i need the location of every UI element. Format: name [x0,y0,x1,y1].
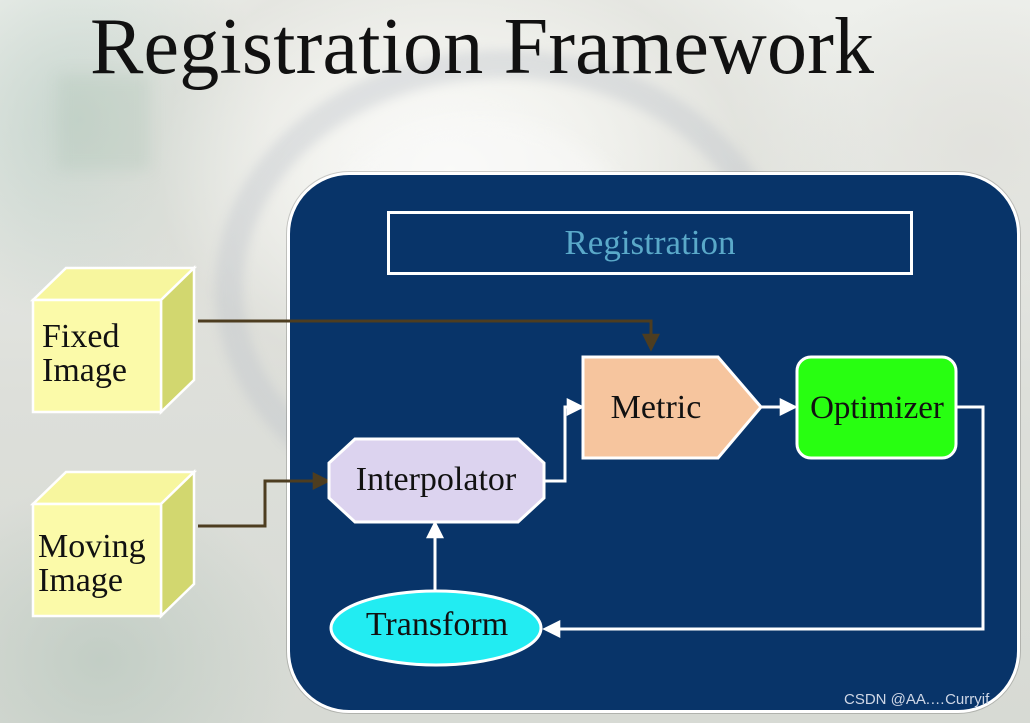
moving-image-label: Moving Image [38,530,164,598]
optimizer-to-transform-connector [542,405,985,638]
moving-image-front-face [31,502,163,618]
cube-icon [29,265,198,415]
interpolator-to-metric-connector [544,398,585,483]
fixed-image-label: Fixed Image [42,320,168,388]
optimizer-label: Optimizer [810,390,944,426]
slide-title: Registration Framework [90,3,875,91]
optimizer-node [795,355,958,460]
moving-to-interpolator-connector [198,472,331,528]
background-left-panel [58,75,150,170]
fixed-image-front-face [31,298,163,414]
metric-node [581,355,763,460]
moving-image-line-2: Image [38,562,123,599]
watermark-text: CSDN @AA.…Curryif [844,691,990,708]
interpolator-node [327,437,546,524]
registration-title-box: Registration [387,211,913,275]
fixed-image-line-1: Fixed [42,318,120,355]
moving-image-line-1: Moving [38,528,146,565]
fixed-image-block: Fixed Image [29,265,198,415]
moving-image-block: Moving Image [29,469,198,619]
fixed-to-metric-connector [198,319,660,352]
cube-icon [29,469,198,619]
metric-label: Metric [610,389,702,426]
interpolator-label: Interpolator [355,461,517,498]
transform-label: Transform [365,606,509,643]
transform-node [329,589,543,667]
fixed-image-line-2: Image [42,352,127,389]
